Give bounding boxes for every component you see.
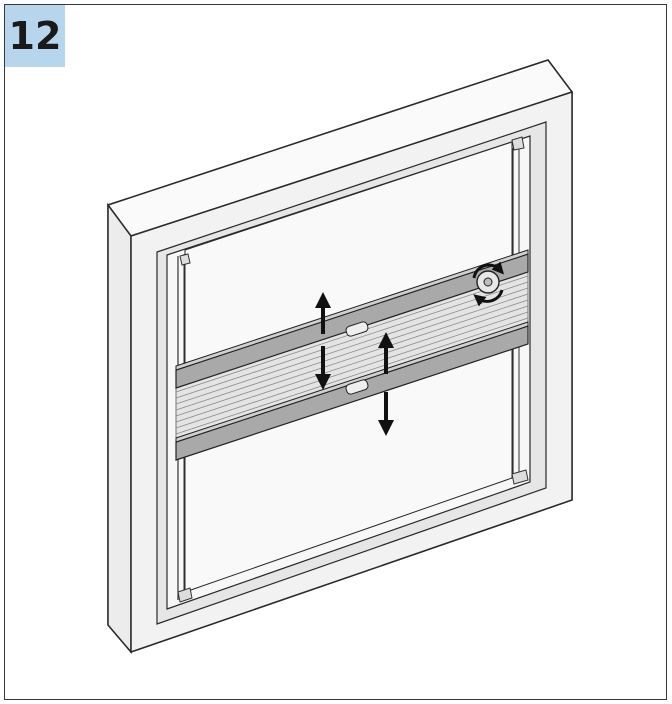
step-number-badge: 12 (5, 5, 65, 67)
lower-grip-handle (345, 379, 369, 395)
step-number: 12 (8, 14, 62, 58)
figure-border (4, 4, 667, 700)
tension-knob (476, 270, 500, 294)
upper-rail (175, 249, 529, 389)
upper-grip-handle (345, 321, 369, 337)
rotate-arrow-icon (472, 261, 505, 307)
up-down-arrow-icon (315, 292, 394, 436)
